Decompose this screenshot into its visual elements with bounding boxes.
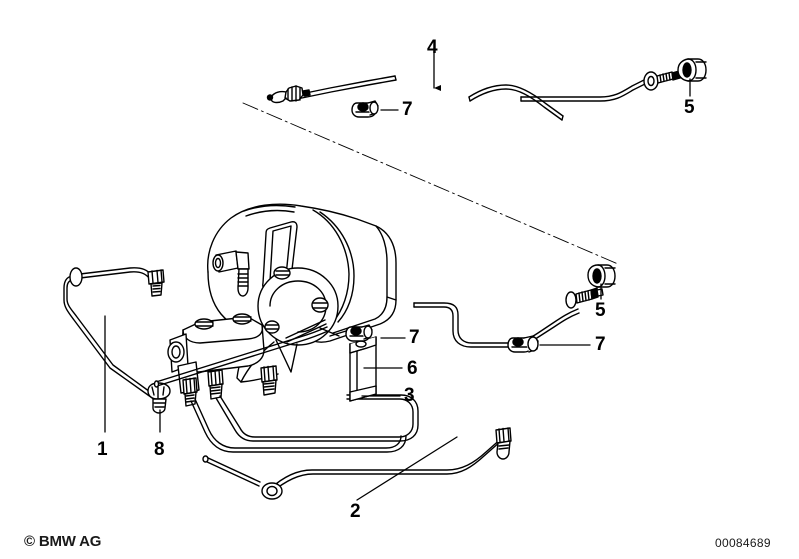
upper-center-pipe-item4 — [468, 84, 564, 121]
callout-leaders — [104, 50, 691, 501]
callout-4: 4 — [427, 37, 438, 58]
pipe1-collar — [69, 267, 83, 287]
drawing-number: 00084689 — [715, 536, 771, 550]
mounting-bracket-item6 — [349, 336, 377, 402]
callout-7-middle: 7 — [409, 327, 420, 348]
pipe2-left-collar — [261, 482, 283, 500]
mc-outlet-fitting-a — [182, 377, 198, 407]
left-cross-pipe — [329, 330, 347, 337]
brake-pipe-item2 — [269, 436, 504, 494]
callout-8: 8 — [154, 439, 165, 460]
callout-2: 2 — [350, 501, 361, 522]
copyright-notice: © BMW AG — [24, 533, 102, 550]
callout-6: 6 — [407, 358, 418, 379]
pipe1-end-fitting — [147, 269, 165, 297]
callout-1: 1 — [97, 439, 108, 460]
mc-outlet-fitting-b — [207, 369, 224, 400]
booster-vacuum-port — [212, 250, 250, 297]
brake-pipe-item1 — [63, 267, 158, 401]
rubber-grommet-upper-item5 — [677, 58, 707, 82]
callout-7-upper: 7 — [402, 99, 413, 120]
pipe-clip-middle-item7 — [345, 324, 373, 342]
mid-diagonal-pipe — [153, 326, 329, 388]
pipe-clip-upper-item7 — [351, 100, 379, 118]
pipe2-right-fitting — [495, 427, 512, 460]
rubber-grommet-lower-item5 — [587, 264, 616, 288]
upper-left-pipe-fitting — [266, 85, 311, 104]
leader-2 — [356, 436, 458, 501]
upper-right-pipe — [520, 78, 648, 102]
callout-3: 3 — [404, 385, 415, 406]
brake-pipe-item3-inner — [190, 398, 407, 453]
pipe-clip-right-item7 — [507, 335, 539, 353]
pipe2-left-stub — [202, 455, 261, 487]
upper-left-pipe — [295, 75, 397, 100]
callout-7-right: 7 — [595, 334, 606, 355]
upper-right-pipe-collar — [643, 71, 659, 91]
brake-pipe-item3 — [215, 394, 419, 442]
alignment-guide-line — [242, 102, 619, 265]
mc-outlet-fitting-c — [260, 365, 278, 396]
callout-5-upper: 5 — [684, 97, 695, 118]
middle-right-pipe — [285, 319, 327, 343]
booster-front-flange — [257, 266, 339, 346]
bleeder-screw-item8 — [147, 382, 171, 414]
callout-5-lower: 5 — [595, 300, 606, 321]
